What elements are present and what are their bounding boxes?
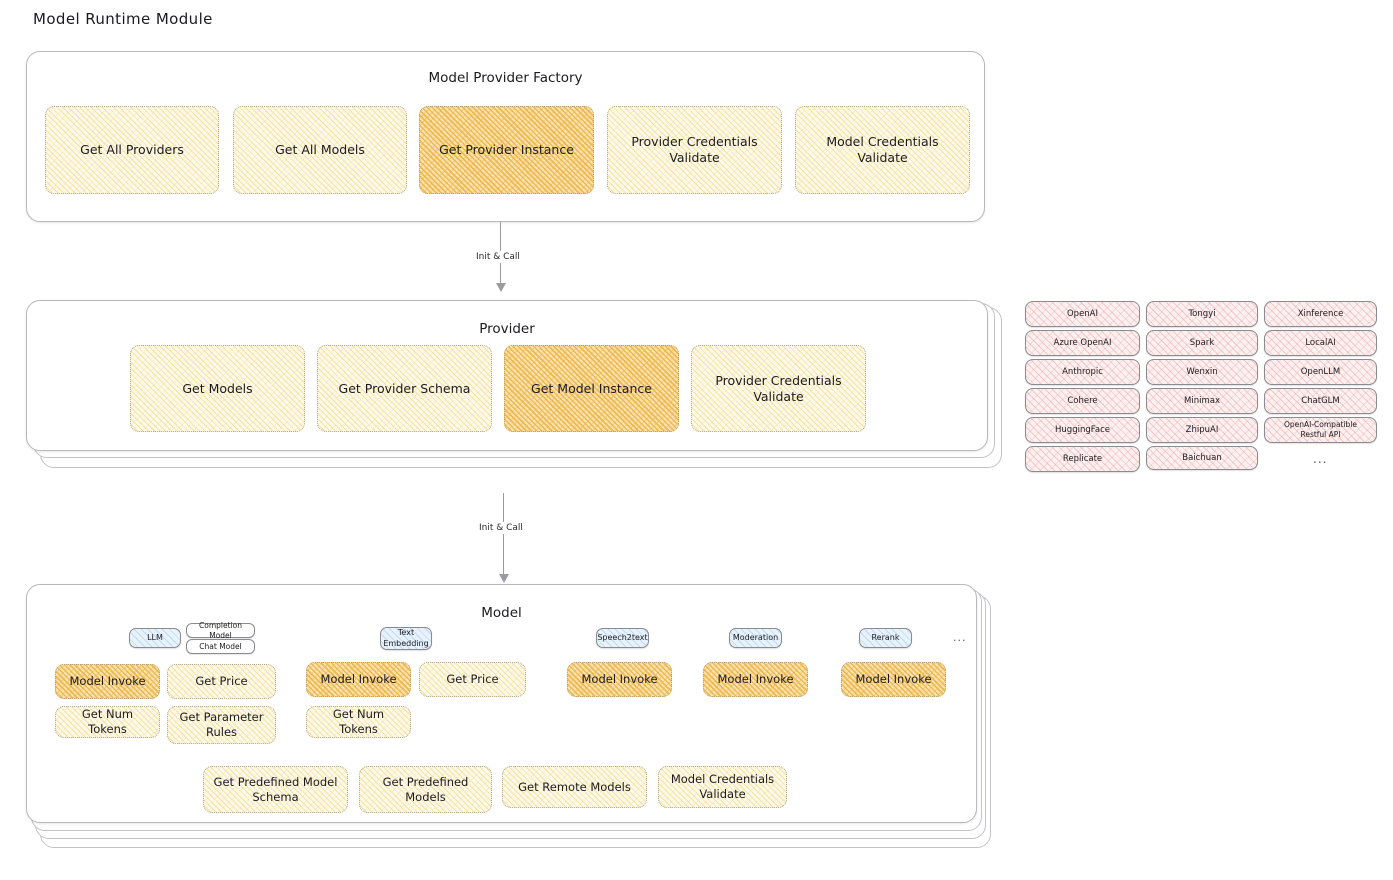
panel-title-model: Model	[481, 605, 522, 621]
arrow-factory-to-provider-head	[496, 283, 506, 292]
arrow-label-init-call-1: Init & Call	[472, 251, 524, 263]
chip-get-predefined-models[interactable]: Get Predefined Models	[359, 766, 492, 813]
panel-title-factory: Model Provider Factory	[428, 70, 583, 86]
chip-get-predefined-model-schema[interactable]: Get Predefined Model Schema	[203, 766, 348, 813]
provider-chip-openai-compatible[interactable]: OpenAI-Compatible Restful API	[1264, 417, 1377, 443]
provider-chip-anthropic[interactable]: Anthropic	[1025, 359, 1140, 385]
arrow-provider-to-model-line	[503, 493, 505, 577]
model-type-badge-rerank[interactable]: Rerank	[859, 628, 912, 648]
page-title: Model Runtime Module	[33, 10, 213, 28]
provider-chip-localai[interactable]: LocalAI	[1264, 330, 1377, 356]
provider-chip-xinference[interactable]: Xinference	[1264, 301, 1377, 327]
provider-chip-openai[interactable]: OpenAI	[1025, 301, 1140, 327]
chip-llm-model-invoke[interactable]: Model Invoke	[55, 664, 160, 699]
chip-get-remote-models[interactable]: Get Remote Models	[502, 766, 647, 808]
provider-chip-wenxin[interactable]: Wenxin	[1146, 359, 1258, 385]
chip-get-all-providers[interactable]: Get All Providers	[45, 106, 219, 194]
chip-get-all-models[interactable]: Get All Models	[233, 106, 407, 194]
provider-chip-spark[interactable]: Spark	[1146, 330, 1258, 356]
provider-list-more: ...	[1313, 452, 1328, 466]
arrow-label-init-call-2: Init & Call	[475, 522, 527, 534]
provider-chip-openllm[interactable]: OpenLLM	[1264, 359, 1377, 385]
chip-llm-get-parameter-rules[interactable]: Get Parameter Rules	[167, 706, 276, 744]
model-type-badge-text-embedding[interactable]: Text Embedding	[380, 627, 432, 650]
panel-title-provider: Provider	[479, 321, 535, 337]
chip-speech2text-model-invoke[interactable]: Model Invoke	[567, 662, 672, 697]
chip-get-provider-schema[interactable]: Get Provider Schema	[317, 345, 492, 432]
provider-chip-chatglm[interactable]: ChatGLM	[1264, 388, 1377, 414]
provider-chip-zhipuai[interactable]: ZhipuAI	[1146, 417, 1258, 443]
chip-provider-credentials-validate[interactable]: Provider Credentials Validate	[607, 106, 782, 194]
provider-chip-replicate[interactable]: Replicate	[1025, 446, 1140, 472]
chip-model-credentials-validate[interactable]: Model Credentials Validate	[795, 106, 970, 194]
panel-model: Model	[26, 584, 977, 823]
chip-get-provider-instance[interactable]: Get Provider Instance	[419, 106, 594, 194]
provider-chip-huggingface[interactable]: HuggingFace	[1025, 417, 1140, 443]
chip-moderation-model-invoke[interactable]: Model Invoke	[703, 662, 808, 697]
model-type-badge-llm[interactable]: LLM	[129, 628, 181, 648]
model-type-badge-moderation[interactable]: Moderation	[729, 628, 782, 648]
provider-chip-tongyi[interactable]: Tongyi	[1146, 301, 1258, 327]
chip-embedding-get-num-tokens[interactable]: Get Num Tokens	[306, 706, 411, 738]
provider-chip-baichuan[interactable]: Baichuan	[1146, 446, 1258, 470]
provider-chip-minimax[interactable]: Minimax	[1146, 388, 1258, 414]
chip-llm-get-price[interactable]: Get Price	[167, 664, 276, 699]
chip-embedding-model-invoke[interactable]: Model Invoke	[306, 662, 411, 697]
chip-get-models[interactable]: Get Models	[130, 345, 305, 432]
chip-get-model-instance[interactable]: Get Model Instance	[504, 345, 679, 432]
chip-model-credentials-validate-3[interactable]: Model Credentials Validate	[658, 766, 787, 808]
model-subbadge-completion-model[interactable]: Completion Model	[186, 621, 255, 640]
chip-provider-credentials-validate-2[interactable]: Provider Credentials Validate	[691, 345, 866, 432]
model-subbadge-chat-model[interactable]: Chat Model	[186, 639, 255, 654]
model-types-more: ...	[953, 631, 967, 644]
chip-rerank-model-invoke[interactable]: Model Invoke	[841, 662, 946, 697]
chip-embedding-get-price[interactable]: Get Price	[419, 662, 526, 697]
provider-chip-azure-openai[interactable]: Azure OpenAI	[1025, 330, 1140, 356]
chip-llm-get-num-tokens[interactable]: Get Num Tokens	[55, 706, 160, 738]
model-type-badge-speech2text[interactable]: Speech2text	[596, 628, 649, 648]
provider-chip-cohere[interactable]: Cohere	[1025, 388, 1140, 414]
arrow-provider-to-model-head	[499, 574, 509, 583]
